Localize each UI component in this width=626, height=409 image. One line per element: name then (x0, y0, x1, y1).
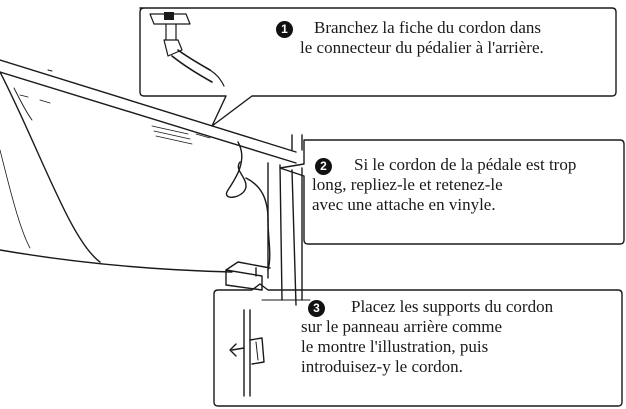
step-3-badge: 3 (308, 300, 325, 317)
callout-1-line-1: Branchez la fiche du cordon dans (314, 18, 542, 37)
callout-1-line-2: le connecteur du pédalier à l'arrière. (300, 38, 544, 57)
piano-body (0, 59, 297, 273)
callout-1-bubble (139, 7, 617, 127)
callout-2-text: Si le cordon de la pédale est trop long,… (312, 155, 576, 215)
callout-2-line-1: Si le cordon de la pédale est trop (354, 155, 577, 174)
callout-3-line-4: introduisez-y le cordon. (301, 357, 463, 376)
pedal-cord (13, 87, 271, 271)
plug-connector-icon (149, 12, 225, 87)
cord-holder-clip-icon (229, 309, 265, 397)
callout-3-line-3: le montre l'illustration, puis (301, 337, 489, 356)
callout-2-bubble (279, 139, 625, 245)
callout-3-text: Placez les supports du cordon sur le pan… (301, 297, 553, 377)
callout-3-bubble (213, 283, 623, 407)
callout-3-line-2: sur le panneau arrière comme (301, 317, 503, 336)
step-2-badge: 2 (315, 158, 332, 175)
callout-2-line-3: avec une attache en vinyle. (312, 195, 496, 214)
callout-3-line-1: Placez les supports du cordon (351, 297, 554, 316)
callout-2-line-2: long, repliez-le et retenez-le (312, 175, 503, 194)
step-1-badge: 1 (276, 21, 293, 38)
callout-1-text: Branchez la fiche du cordon dans le conn… (300, 18, 544, 58)
